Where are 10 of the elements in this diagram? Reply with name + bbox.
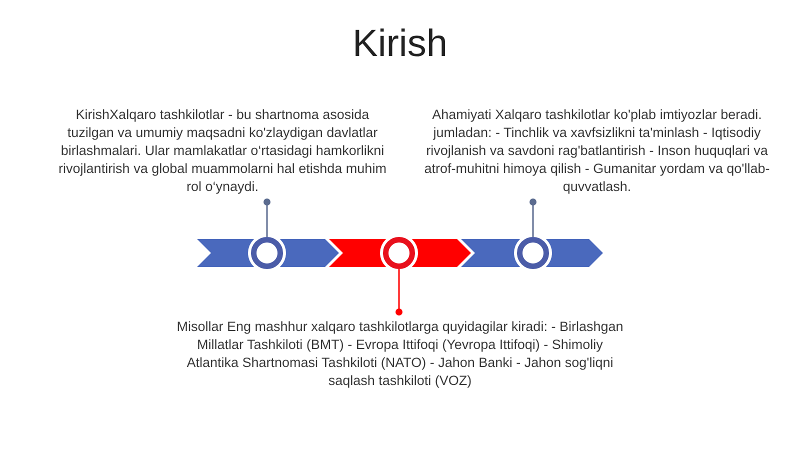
leader-line bbox=[264, 198, 270, 237]
ring-icon bbox=[383, 237, 415, 269]
paragraph: Misollar Eng mashhur xalqaro tashkilotlarga quyidagilar kiradi: - Birlashgan Millatlar Tashkiloti (BMT) - Evropa Ittifoqi (Yevropa Ittifoqi) - Shimoliy Atlantika Shartnomasi Tashkiloti (NATO) - Jahon Banki - Jahon sog'liqni saqlash tashkiloti (VOZ) bbox=[174, 312, 626, 390]
paragraph: Ahamiyati Xalqaro tashkilotlar ko'plab imtiyozlar beradi. jumladan: - Tinchlik va xavfsizlikni ta'minlash - Iqtisodiy rivojlanish va savdoni rag'batlantirish - Inson huquqlari va atrof-muhitni himoya qilish - Gumanitar yordam va qo'llab-quvvatlash. bbox=[422, 106, 772, 202]
ring-icon bbox=[251, 237, 283, 269]
leader-line bbox=[396, 269, 402, 316]
ring-icon bbox=[517, 237, 549, 269]
leader-line bbox=[530, 198, 536, 237]
paragraph: KirishXalqaro tashkilotlar - bu shartnoma asosida tuzilgan va umumiy maqsadni ko'zlaydigan davlatlar birlashmalari. Ular mamlakatlar o‘rtasidagi hamkorlikni rivojlantirish va global muammolarni hal etishda muhim rol o‘ynaydi. bbox=[55, 106, 390, 202]
title: Kirish bbox=[352, 22, 448, 66]
